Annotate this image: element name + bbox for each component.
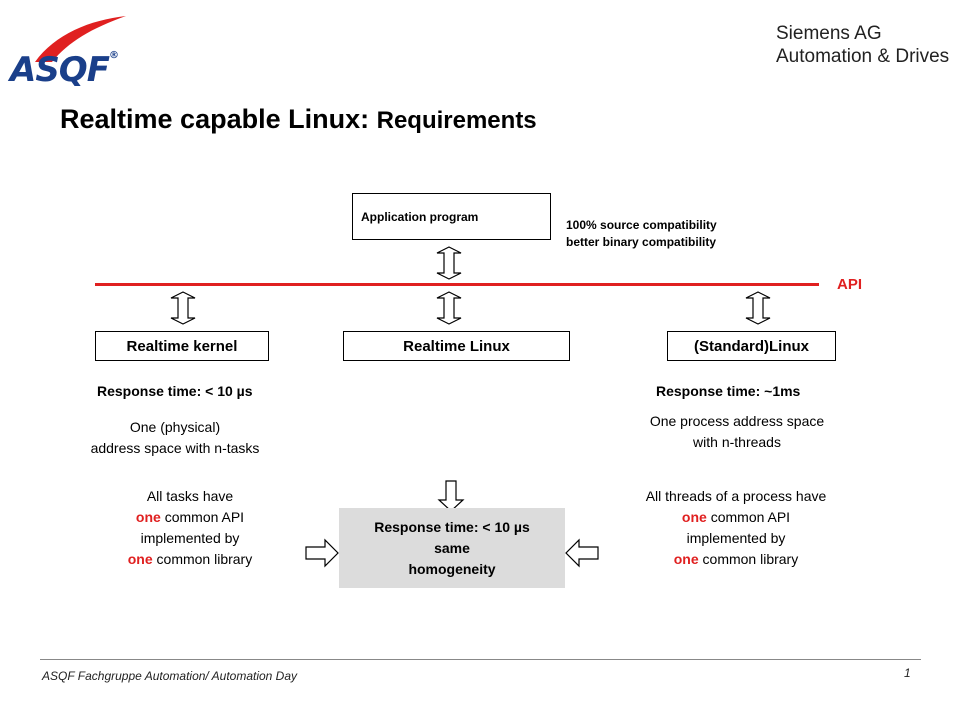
right-desc-line-1: One process address space	[649, 413, 825, 429]
api-line	[95, 283, 819, 286]
right-desc-line-2: with n-threads	[693, 434, 781, 450]
right-api-desc: All threads of a process have one common…	[606, 486, 866, 570]
homog-line-2: same	[434, 539, 470, 556]
application-program-box: Application program	[352, 193, 551, 240]
right-arrow-icon	[305, 538, 339, 568]
company-name: Siemens AG Automation & Drives	[776, 22, 949, 68]
title-main: Realtime capable Linux:	[60, 104, 370, 134]
realtime-linux-box: Realtime Linux	[343, 331, 570, 361]
page-number: 1	[904, 666, 911, 680]
double-arrow-api-kernel	[170, 291, 196, 325]
right-api-line-2: one common API	[681, 509, 791, 525]
double-arrow-app-api	[436, 246, 462, 280]
footer-text: ASQF Fachgruppe Automation/ Automation D…	[42, 669, 298, 683]
standard-linux-label: (Standard)Linux	[694, 337, 809, 355]
double-arrow-api-rtlinux	[436, 291, 462, 325]
asqf-logo: ASQF®	[10, 50, 119, 90]
left-desc-line-2: address space with n-tasks	[90, 440, 260, 456]
right-response-time: Response time: ~1ms	[656, 383, 801, 399]
page-title: Realtime capable Linux: Requirements	[60, 104, 537, 135]
left-api-line-2: one common API	[135, 509, 245, 525]
company-line-2: Automation & Drives	[776, 46, 950, 67]
api-label: API	[837, 276, 863, 293]
left-api-line-4: one common library	[127, 551, 253, 567]
application-program-label: Application program	[361, 209, 479, 224]
down-arrow-icon	[437, 480, 465, 512]
title-sub: Requirements	[376, 107, 537, 134]
compat-line-1: 100% source compatibility	[566, 218, 717, 232]
right-api-line-4: one common library	[673, 551, 799, 567]
left-desc-line-1: One (physical)	[129, 419, 221, 435]
realtime-kernel-box: Realtime kernel	[95, 331, 269, 361]
left-arrow-icon	[565, 538, 599, 568]
homogeneity-box: Response time: < 10 µs same homogeneity	[339, 508, 565, 588]
realtime-kernel-label: Realtime kernel	[126, 337, 238, 355]
compat-line-2: better binary compatibility	[566, 235, 717, 249]
right-api-line-3: implemented by	[686, 530, 786, 546]
homog-line-1: Response time: < 10 µs	[374, 518, 530, 535]
realtime-linux-label: Realtime Linux	[403, 337, 510, 355]
right-address-space-desc: One process address space with n-threads	[617, 411, 857, 453]
left-address-space-desc: One (physical) address space with n-task…	[55, 417, 295, 459]
standard-linux-box: (Standard)Linux	[667, 331, 836, 361]
compatibility-note: 100% source compatibility better binary …	[566, 217, 717, 251]
left-api-desc: All tasks have one common API implemente…	[95, 486, 285, 570]
homog-line-3: homogeneity	[408, 560, 496, 577]
right-api-line-1: All threads of a process have	[645, 488, 827, 504]
footer-divider	[40, 659, 921, 660]
left-response-time: Response time: < 10 µs	[97, 383, 253, 399]
double-arrow-api-stdlinux	[745, 291, 771, 325]
left-api-line-1: All tasks have	[146, 488, 234, 504]
logo-swoosh-icon	[35, 16, 126, 62]
company-line-1: Siemens AG	[776, 23, 882, 44]
left-api-line-3: implemented by	[140, 530, 240, 546]
